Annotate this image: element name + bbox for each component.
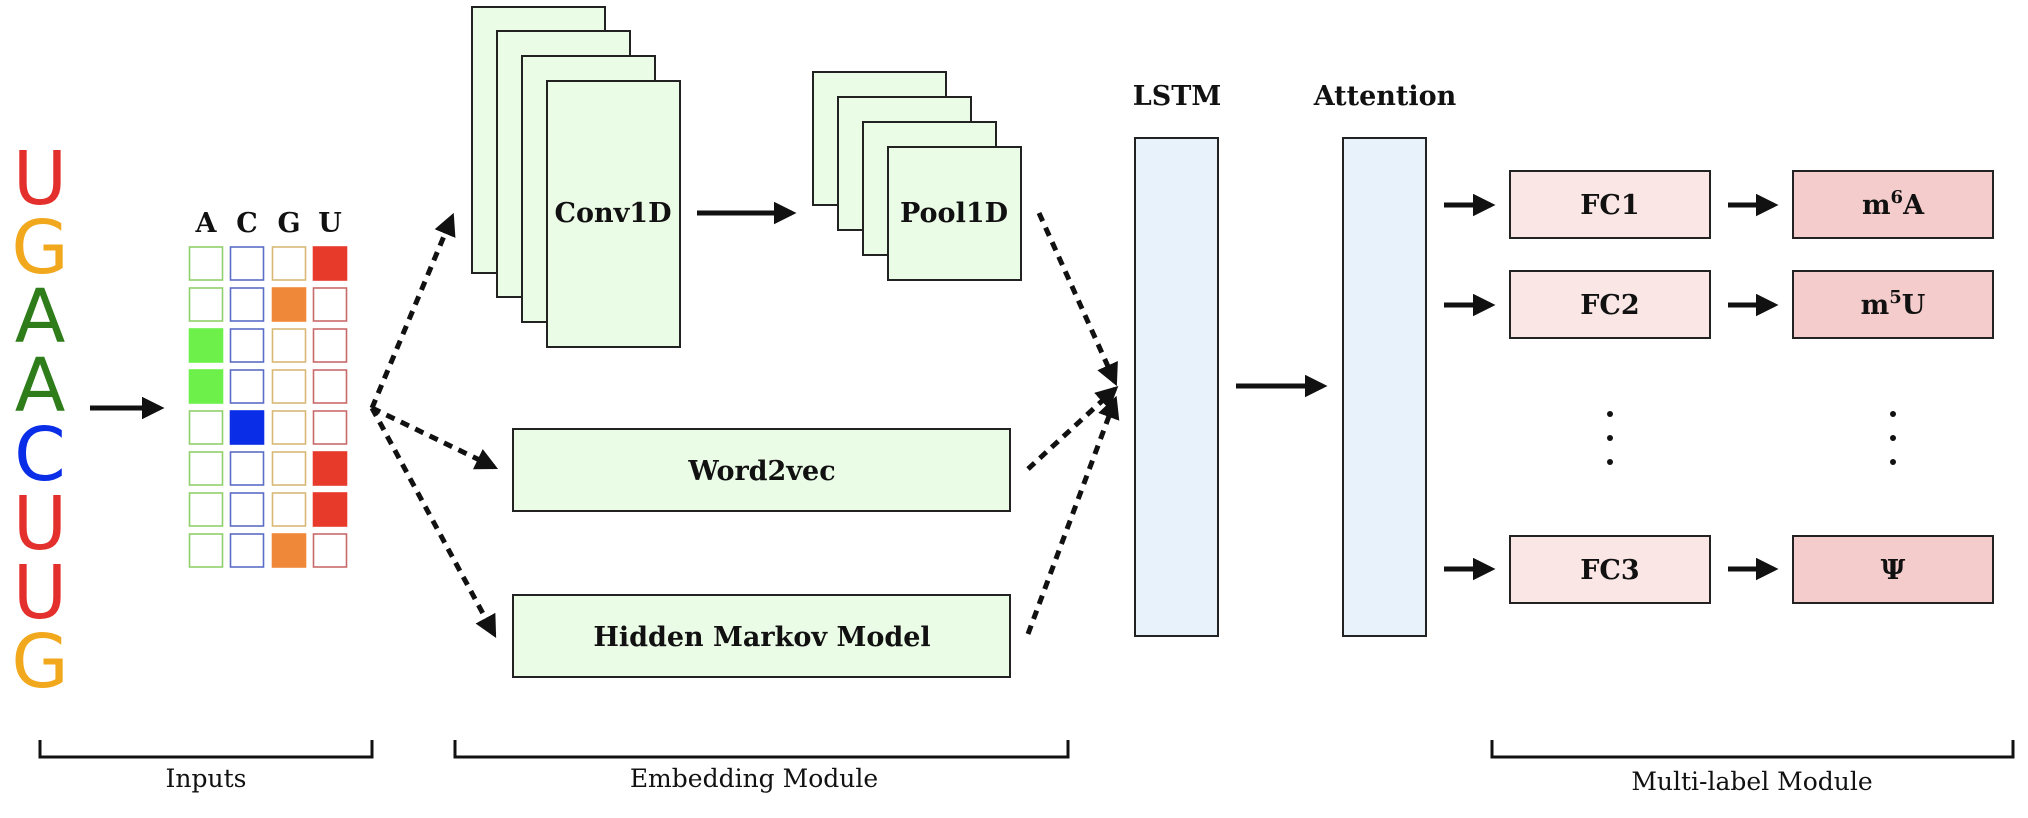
attention-block [1342,137,1427,637]
conv-layer-4 [546,80,681,348]
output-psi-box [1792,535,1994,604]
fc-row-3: FC3 Ψ [1444,535,1994,604]
sequence-letter: G [11,619,68,705]
onehot-cell [312,533,348,568]
hmm-box [512,594,1011,678]
dotted-arrow-pool-to-lstm [1036,211,1118,387]
fc1-box [1509,170,1711,239]
onehot-cell [188,410,224,445]
onehot-cell-active [229,410,265,445]
lstm-block [1134,137,1219,637]
sequence-letter: C [14,412,66,498]
onehot-cell [229,451,265,486]
dotted-arrow-to-conv [369,212,456,409]
dotted-arrow-to-hmm [369,406,497,638]
inputs-section-label: Inputs [166,764,247,793]
pool1d-stack: Pool1D [812,71,1022,281]
embedding-section-bracket: Embedding Module [453,740,1070,793]
sequence-letter: A [15,343,66,429]
onehot-header-a: A [195,208,218,239]
onehot-cell [312,369,348,404]
onehot-cell [271,451,307,486]
output-m6a-label: m6A [1862,187,1925,221]
output-psi-label: Ψ [1881,555,1906,586]
onehot-cell [229,492,265,527]
multilabel-section-label: Multi-label Module [1631,767,1872,796]
attention-label: Attention [1313,81,1457,112]
onehot-cell-active [312,492,348,527]
onehot-cell [229,533,265,568]
onehot-cell [271,246,307,281]
sequence-letter: U [13,550,67,636]
onehot-cell [229,287,265,322]
onehot-cell-active [312,451,348,486]
sequence-letter: U [13,136,67,222]
pool-layer-4 [887,146,1022,281]
sequence-letter: U [13,481,67,567]
fc2-label: FC2 [1580,290,1639,321]
embedding-section-label: Embedding Module [630,764,878,793]
dotted-arrow-to-word2vec [370,405,499,470]
output-m5u-label: m5U [1861,287,1926,321]
conv1d-label: Conv1D [554,198,671,229]
word2vec-label: Word2vec [687,456,835,487]
multilabel-section-bracket: Multi-label Module [1490,740,2015,796]
onehot-cell [271,492,307,527]
lstm-label: LSTM [1133,81,1221,112]
sequence-letter: G [11,205,68,291]
onehot-cell-active [312,246,348,281]
fc1-label: FC1 [1580,190,1639,221]
hmm-label: Hidden Markov Model [593,622,930,653]
dotted-arrow-hmm-to-lstm [1025,395,1120,635]
dotted-arrow-word2vec-to-lstm [1026,385,1119,471]
onehot-header-u: U [318,208,342,239]
onehot-cell-active [271,287,307,322]
fc3-box [1509,535,1711,604]
onehot-cell [271,410,307,445]
fc-row-1: FC1 m6A [1444,170,1994,239]
ellipsis-fc [1607,411,1613,465]
fc2-box [1509,270,1711,339]
onehot-cell [229,369,265,404]
onehot-cell-active [188,328,224,363]
onehot-cell [271,328,307,363]
onehot-header-g: G [277,208,300,239]
onehot-cell [312,328,348,363]
output-m6a-box [1792,170,1994,239]
inputs-section-bracket: Inputs [38,740,374,793]
onehot-cell [312,287,348,322]
conv1d-stack: Conv1D [471,6,681,348]
onehot-cell [188,287,224,322]
onehot-cell [188,451,224,486]
onehot-cell [188,533,224,568]
onehot-cell [188,492,224,527]
onehot-cell [229,328,265,363]
onehot-cell [312,410,348,445]
onehot-cell [188,246,224,281]
pool1d-label: Pool1D [900,198,1008,229]
onehot-cell [229,246,265,281]
onehot-cell [271,369,307,404]
onehot-cell-active [271,533,307,568]
onehot-cell-active [188,369,224,404]
sequence-letter: A [15,274,66,360]
fc3-label: FC3 [1580,555,1639,586]
onehot-header-c: C [236,208,258,239]
output-m5u-box [1792,270,1994,339]
word2vec-box [512,428,1011,512]
fc-row-2: FC2 m5U [1444,270,1994,339]
ellipsis-outputs [1890,411,1896,465]
